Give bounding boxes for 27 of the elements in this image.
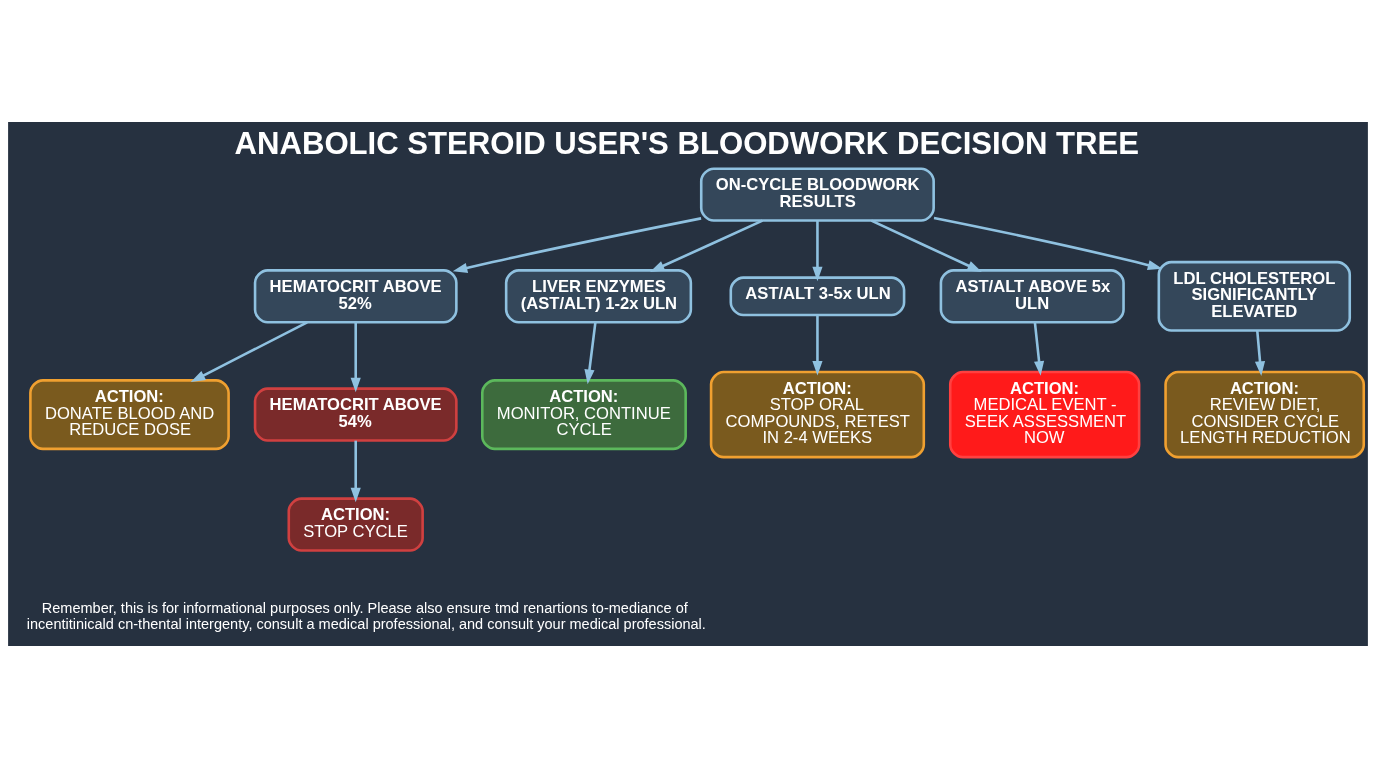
- arrow: [649, 219, 763, 272]
- node-box: ON-CYCLE BLOODWORK RESULTS: [699, 167, 935, 222]
- arrow: [350, 440, 361, 503]
- node-box: HEMATOCRIT ABOVE 54%: [253, 387, 458, 442]
- node-box: ACTION: MEDICAL EVENT - SEEK ASSESSMENT NOW: [948, 370, 1141, 459]
- node-box: HEMATOCRIT ABOVE 52%: [253, 269, 458, 324]
- caption: Remember, this is for informational purposes only. Please also ensure tmd renartions to-mediance of incentitinicald cn-thental intergenty, consult a medical professional, and consult your medical professional.: [26, 600, 706, 632]
- node-box: ACTION: STOP CYCLE: [287, 497, 424, 552]
- node-box: AST/ALT 3-5x ULN: [729, 276, 906, 317]
- node-box: LIVER ENZYMES (AST/ALT) 1-2x ULN: [504, 269, 693, 324]
- arrow: [870, 219, 982, 272]
- node-box: ACTION: MONITOR, CONTINUE CYCLE: [481, 379, 687, 451]
- arrow: [584, 322, 597, 385]
- arrow: [190, 321, 308, 383]
- node-box: LDL CHOLESTEROL SIGNIFICANTLY ELEVATED: [1157, 260, 1352, 332]
- node-box: ACTION: REVIEW DIET, CONSIDER CYCLE LENGTH REDUCTION: [1164, 370, 1366, 459]
- arrow: [933, 216, 1163, 271]
- node-box: ACTION: STOP ORAL COMPOUNDS, RETEST IN 2-4 WEEKS: [709, 370, 926, 459]
- arrow: [1254, 330, 1266, 376]
- arrow: [1033, 322, 1045, 376]
- arrow: [812, 220, 823, 282]
- arrow: [350, 322, 361, 393]
- arrow: [812, 315, 823, 376]
- node-box: ACTION: DONATE BLOOD AND REDUCE DOSE: [29, 379, 230, 451]
- diagram-title: ANABOLIC STEROID USER'S BLOODWORK DECISION TREE: [234, 126, 1139, 162]
- arrow: [452, 217, 702, 273]
- node-box: AST/ALT ABOVE 5x ULN: [939, 269, 1125, 324]
